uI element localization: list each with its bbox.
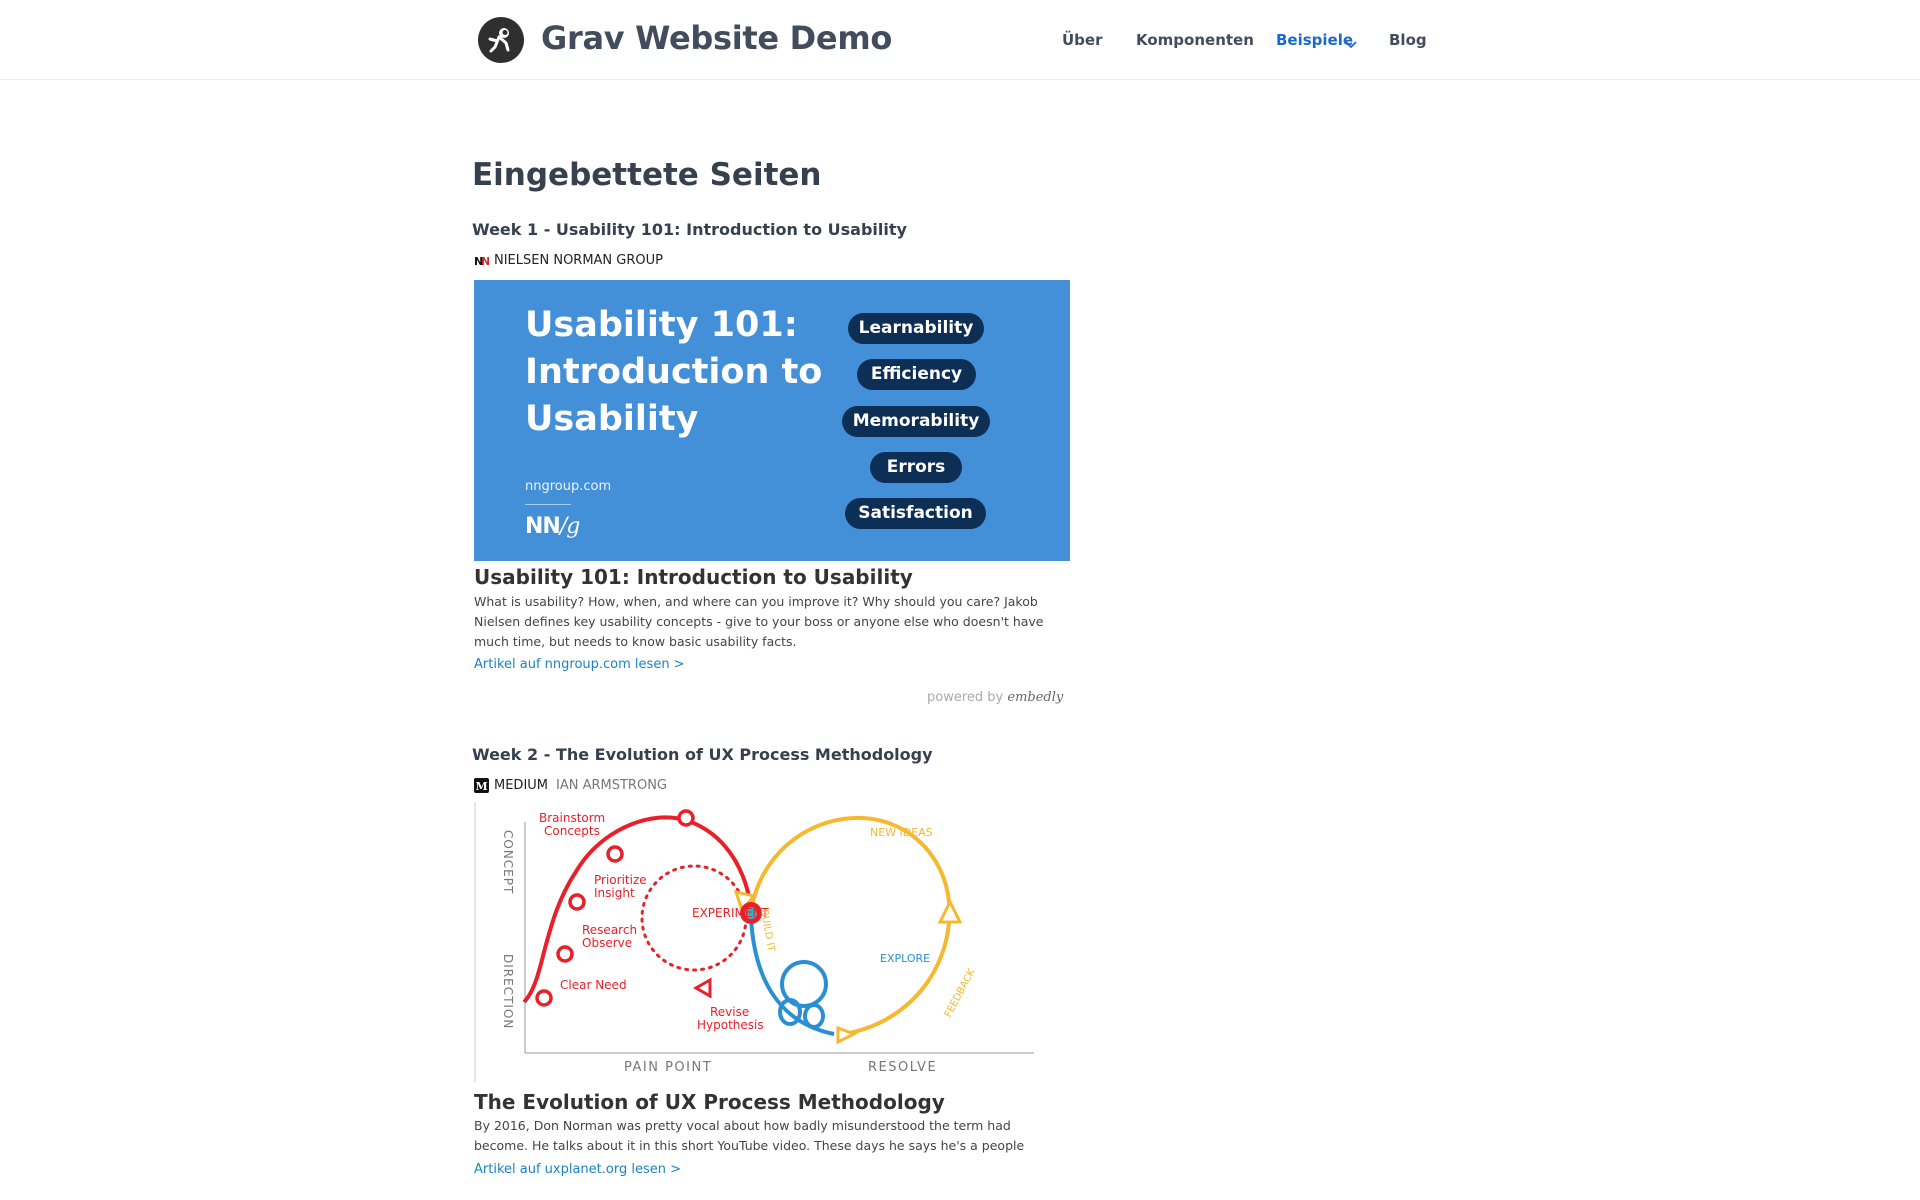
site-title[interactable]: Grav Website Demo — [541, 19, 893, 57]
medium-favicon-icon: M — [474, 778, 489, 793]
nav-item-ueber[interactable]: Über — [1062, 31, 1103, 49]
site-header: Grav Website Demo Über Komponenten Beisp… — [0, 0, 1920, 80]
nng-favicon-icon: N N — [474, 253, 490, 268]
label-new-ideas: NEW IDEAS — [870, 826, 933, 839]
label-feedback: FEEDBACK — [943, 967, 978, 1019]
label-research: Research — [582, 923, 637, 937]
axis-label-direction: DIRECTION — [501, 954, 515, 1029]
embed-description: What is usability? How, when, and where … — [474, 594, 1044, 649]
label-concepts: Concepts — [544, 824, 600, 838]
axis-label-pain-point: PAIN POINT — [624, 1060, 712, 1075]
svg-text:N: N — [481, 255, 489, 268]
read-article-link[interactable]: Artikel auf uxplanet.org lesen > — [474, 1162, 681, 1177]
label-revise: Revise — [710, 1005, 749, 1019]
label-explore: EXPLORE — [880, 952, 930, 965]
label-brainstorm: Brainstorm — [539, 811, 605, 825]
label-insight: Insight — [594, 886, 635, 900]
label-clear-need: Clear Need — [560, 978, 627, 992]
embed-provider[interactable]: N N NIELSEN NORMAN GROUP — [474, 253, 663, 268]
thumbnail-divider — [525, 504, 571, 505]
embed-title[interactable]: Usability 101: Introduction to Usability — [474, 565, 913, 589]
nav-item-beispiele[interactable]: Beispiele — [1276, 31, 1354, 49]
embed-heading: Week 2 - The Evolution of UX Process Met… — [472, 745, 933, 764]
embed-title[interactable]: The Evolution of UX Process Methodology — [474, 1090, 945, 1114]
nav-item-komponenten[interactable]: Komponenten — [1136, 31, 1254, 49]
read-article-link[interactable]: Artikel auf nngroup.com lesen > — [474, 657, 685, 672]
pill-learnability: Learnability — [848, 313, 984, 344]
provider-name: MEDIUM — [494, 778, 549, 793]
label-experiment: EXPERIMENT — [692, 906, 769, 920]
page-title: Eingebettete Seiten — [472, 157, 822, 193]
astronaut-logo-icon[interactable] — [478, 17, 524, 63]
label-prioritize: Prioritize — [594, 873, 647, 887]
svg-text:M: M — [476, 780, 488, 793]
nav-item-blog[interactable]: Blog — [1389, 31, 1427, 49]
axis-label-concept: CONCEPT — [501, 830, 515, 894]
label-hypothesis: Hypothesis — [697, 1018, 764, 1032]
svg-text:N: N — [474, 255, 483, 268]
chevron-down-icon[interactable] — [1344, 35, 1358, 54]
embed-thumbnail[interactable]: CONCEPT DIRECTION PAIN POINT RESOLVE Bra… — [474, 802, 1039, 1084]
provider-name: NIELSEN NORMAN GROUP — [494, 253, 663, 268]
thumbnail-title: Usability 101: Introduction to Usability — [525, 305, 823, 439]
embed-provider[interactable]: M MEDIUM IAN ARMSTRONG — [474, 778, 667, 793]
author-name: IAN ARMSTRONG — [556, 778, 667, 793]
embed-description: By 2016, Don Norman was pretty vocal abo… — [474, 1118, 1025, 1153]
powered-by-embedly[interactable]: powered by embedly — [927, 690, 1064, 705]
pill-memorability: Memorability — [842, 406, 990, 437]
axis-label-resolve: RESOLVE — [868, 1060, 937, 1075]
label-observe: Observe — [582, 936, 632, 950]
thumbnail-domain: nngroup.com — [525, 479, 612, 494]
embed-thumbnail[interactable]: Usability 101: Introduction to Usability… — [474, 280, 1070, 561]
label-build-it: BUILD IT — [758, 909, 776, 954]
pill-efficiency: Efficiency — [857, 359, 976, 390]
embed-heading: Week 1 - Usability 101: Introduction to … — [472, 220, 907, 239]
nng-logo: NN/g — [525, 514, 580, 539]
pill-errors: Errors — [870, 452, 962, 483]
pill-satisfaction: Satisfaction — [845, 498, 986, 529]
